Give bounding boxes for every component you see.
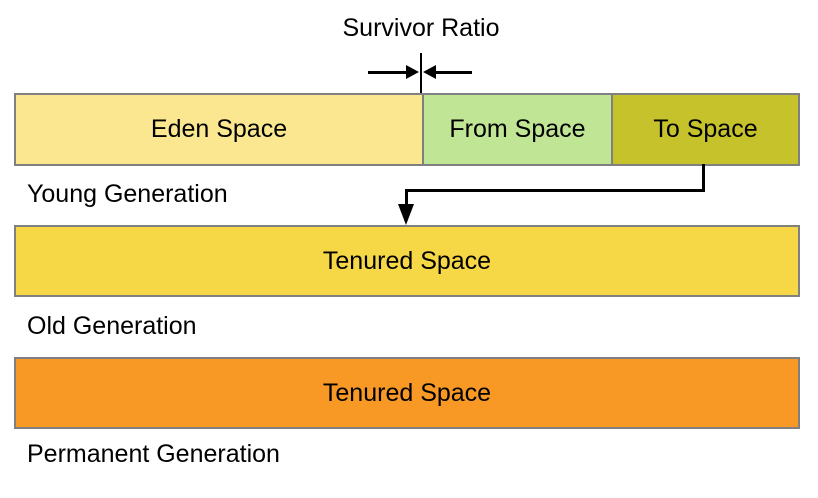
survivor-ratio-boundary-line — [420, 53, 422, 93]
eden-space-segment: Eden Space — [16, 95, 422, 164]
young-generation-label: Young Generation — [27, 180, 228, 208]
arrow-right-icon — [368, 71, 410, 74]
arrow-right-head-icon — [406, 65, 419, 79]
tenured-space-old-segment: Tenured Space — [16, 227, 798, 295]
from-space-segment: From Space — [422, 95, 611, 164]
tenured-space-permanent-segment: Tenured Space — [16, 359, 798, 427]
young-generation-bar: Eden Space From Space To Space — [14, 93, 800, 166]
connector-line-vertical-to-tenured — [405, 189, 408, 207]
old-generation-label: Old Generation — [27, 312, 197, 340]
permanent-generation-label: Permanent Generation — [27, 440, 280, 468]
survivor-ratio-title: Survivor Ratio — [342, 14, 500, 42]
arrow-left-head-icon — [423, 65, 436, 79]
connector-line-horizontal — [405, 189, 705, 192]
connector-line-vertical-from-to-space — [702, 164, 705, 192]
arrow-left-icon — [432, 71, 472, 74]
old-generation-bar: Tenured Space — [14, 225, 800, 297]
to-space-segment: To Space — [611, 95, 798, 164]
arrow-down-head-icon — [398, 204, 414, 225]
permanent-generation-bar: Tenured Space — [14, 357, 800, 429]
